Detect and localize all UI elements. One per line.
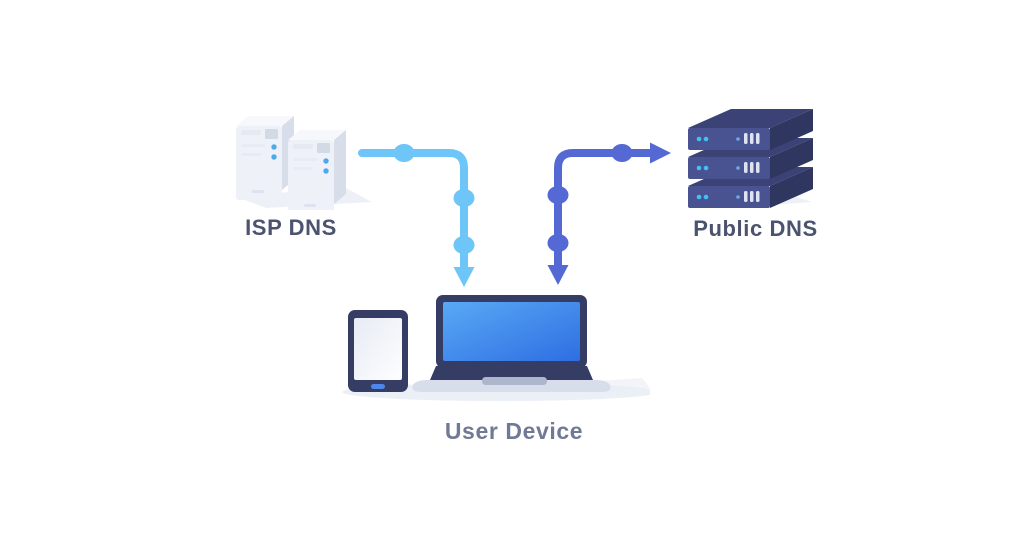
laptop-base <box>412 380 611 392</box>
public-dns-label: Public DNS <box>693 216 818 241</box>
laptop-keyboard-deck <box>430 366 593 380</box>
edge-dot <box>453 189 475 207</box>
tablet-screen <box>354 318 402 380</box>
edge-device-to-public <box>547 142 671 285</box>
rack-unit-top <box>688 109 813 150</box>
arrowhead-down-icon <box>453 267 475 287</box>
tablet <box>348 310 408 392</box>
laptop <box>412 295 611 392</box>
laptop-trackpad <box>482 377 547 385</box>
laptop-screen <box>443 302 580 361</box>
isp-dns-label: ISP DNS <box>245 215 337 240</box>
edge-dot <box>453 236 475 254</box>
edge-dot <box>547 234 569 252</box>
arrowhead-down-icon <box>547 265 569 285</box>
edge-dot <box>547 186 569 204</box>
arrowhead-right-icon <box>650 142 671 164</box>
tablet-home-button <box>371 384 385 389</box>
edge-dot <box>611 144 633 162</box>
edge-isp-to-device <box>358 144 475 287</box>
tower-servers-icon <box>234 116 372 210</box>
edge-dot <box>393 144 415 162</box>
user-device-label: User Device <box>444 418 584 444</box>
server-stack-icon <box>688 109 813 208</box>
laptop-tablet-icon <box>342 295 650 401</box>
tower-server-front <box>288 130 346 210</box>
tower-server-back <box>236 116 294 200</box>
